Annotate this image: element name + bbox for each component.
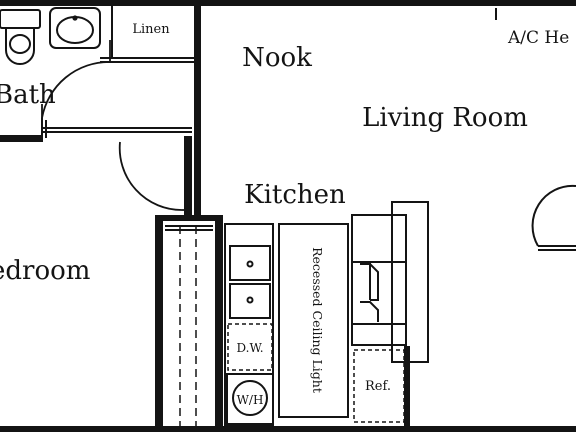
living-door-arc (531, 184, 576, 247)
living-room-label: Living Room (362, 103, 528, 133)
bath-living-wall (194, 0, 201, 220)
bedroom-door (118, 141, 184, 211)
bedroom-door-arc (118, 141, 183, 211)
ceiling-light-label: Recessed Ceiling Light (310, 247, 325, 393)
bottom-wall (0, 426, 576, 432)
bath-label: Bath (0, 80, 56, 110)
water-heater-outline (226, 373, 274, 425)
closet-right-wall (215, 215, 223, 432)
sink-basin-bottom (229, 283, 271, 319)
toilet-icon (0, 9, 41, 65)
stool-icons (360, 262, 379, 322)
kitchen-divider-wall (184, 136, 192, 216)
nook-label: Nook (242, 43, 312, 73)
ac-label: A/C He (507, 28, 569, 48)
top-wall (0, 0, 576, 6)
sink-basin-top (229, 245, 271, 281)
kitchen-label: Kitchen (244, 180, 346, 210)
ref-wall (404, 346, 410, 426)
dishwasher-label: D.W. (236, 341, 263, 355)
bath-door (41, 40, 111, 128)
closet-rod (165, 225, 213, 231)
bath-partitions (41, 6, 194, 142)
sink-icon (49, 7, 101, 49)
closet-top-wall (155, 215, 223, 221)
range-area (351, 201, 429, 363)
ac-area (495, 8, 576, 251)
closet-doors (179, 226, 197, 426)
refrigerator-label: Ref. (365, 379, 391, 394)
water-heater-label: W/H (237, 393, 264, 407)
dishwasher-outline (227, 323, 273, 371)
kitchen-counter (224, 223, 274, 427)
linen-label: Linen (132, 22, 170, 37)
bath-bedroom-wall (0, 135, 42, 142)
bath-door-arc (41, 61, 111, 119)
recessed-light-box (278, 223, 349, 418)
bedroom-label: edroom (0, 256, 90, 286)
water-heater-icon (232, 380, 268, 416)
